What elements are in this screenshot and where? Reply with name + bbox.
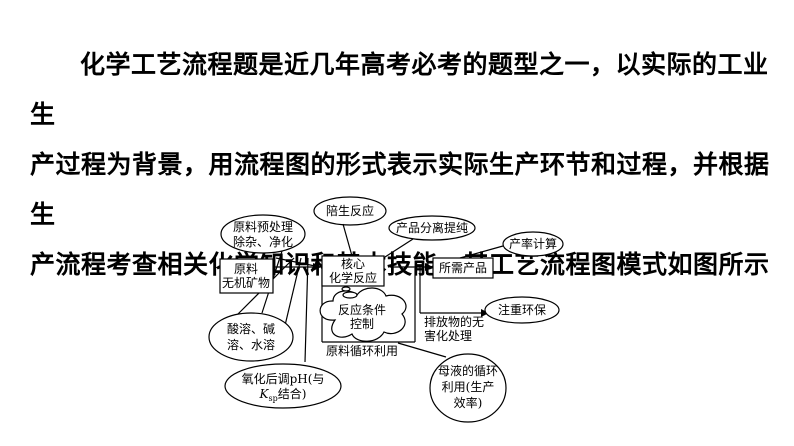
- mother-liquor-label-2: 利用(生产: [442, 380, 495, 394]
- env-label: 注重环保: [498, 302, 546, 317]
- cloud-bubble-small: [341, 286, 351, 292]
- intro-line-2: 产过程为背景，用流程图的形式表示实际生产环节和过程，并根据生: [30, 150, 770, 229]
- recycle-label: 原料循环利用: [326, 344, 398, 358]
- yield-label: 产率计算: [509, 236, 557, 251]
- conditions-label-2: 控制: [350, 317, 374, 331]
- ksp-sub: sp: [269, 394, 278, 403]
- pretreat-label-2: 除杂、净化: [233, 234, 293, 249]
- conditions-label-1: 反应条件: [338, 302, 386, 317]
- mother-liquor-label-3: 效率): [454, 395, 483, 410]
- conditions-cloud: [319, 286, 407, 342]
- mother-liquor-ellipse: [429, 353, 507, 423]
- oxidize-label-2-rest: 结合): [278, 386, 307, 401]
- mother-liquor-label-1: 母液的循环: [438, 363, 498, 378]
- env-ellipse: [484, 296, 560, 324]
- product-box: [432, 257, 494, 279]
- dissolve-ellipse: [208, 312, 294, 362]
- yield-tail: [459, 245, 504, 259]
- oxidize-label-2: Ksp结合): [259, 386, 307, 403]
- oxidize-label-1: 氧化后调pH(与: [242, 372, 325, 386]
- yield-ellipse: [502, 231, 564, 257]
- mother-liquor-tail: [397, 342, 447, 358]
- ksp-k: K: [259, 387, 270, 401]
- separation-ellipse: [388, 215, 476, 241]
- core-label-2: 化学反应: [329, 270, 377, 285]
- dissolve-label-1: 酸溶、碱: [227, 321, 275, 336]
- pretreat-label-1: 原料预处理: [233, 220, 293, 234]
- cloud-bubble-large: [342, 291, 358, 299]
- side-reaction-label: 陪生反应: [326, 203, 374, 218]
- product-label: 所需产品: [439, 261, 487, 275]
- waste-label-1: 排放物的无: [424, 314, 484, 329]
- separation-tail: [384, 238, 414, 258]
- pretreat-ellipse: [220, 214, 306, 254]
- side-reaction-tail: [342, 223, 353, 257]
- raw-material-box: [219, 258, 274, 294]
- waste-label-2: 害化处理: [424, 328, 472, 343]
- intro-line-1: 化学工艺流程题是近几年高考必考的题型之一，以实际的工业生: [30, 50, 769, 129]
- intro-paragraph: 化学工艺流程题是近几年高考必考的题型之一，以实际的工业生 产过程为背景，用流程图…: [30, 40, 780, 290]
- pretreat-link: [275, 257, 321, 268]
- raw-material-label-2: 无机矿物: [222, 276, 270, 290]
- intro-line-3: 产流程考查相关化学知识和基本技能，其工艺流程图模式如图所示: [30, 250, 770, 279]
- side-reaction-ellipse: [313, 196, 387, 226]
- oxidize-link-b: [304, 257, 309, 363]
- core-label-1: 核心: [341, 257, 365, 271]
- core-reaction-box: [321, 255, 385, 287]
- raw-material-label-1: 原料: [234, 262, 258, 276]
- oxidize-ellipse: [224, 363, 342, 409]
- separation-label: 产品分离提纯: [396, 220, 468, 235]
- dissolve-label-2: 溶、水溶: [227, 337, 275, 352]
